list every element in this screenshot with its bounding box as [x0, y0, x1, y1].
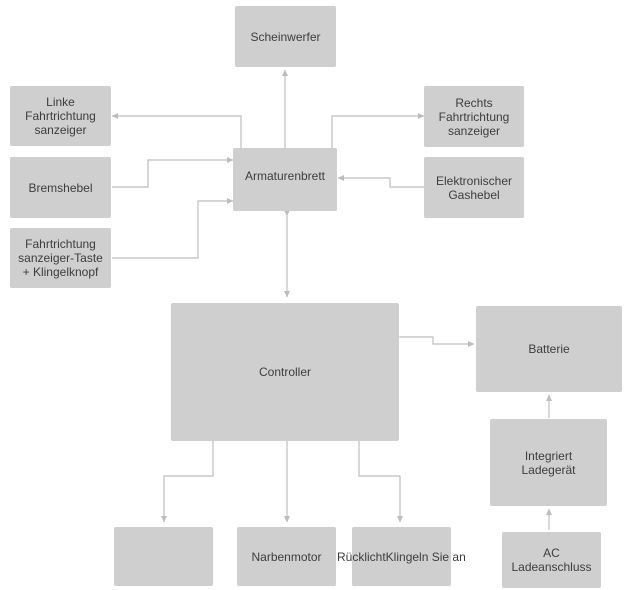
- edge-bremshebel-armaturenbrett: [112, 157, 234, 188]
- node-linke-label: Linke Fahrtrichtung sanzeiger: [25, 95, 96, 137]
- node-taste-label: Fahrtrichtung sanzeiger-Taste + Klingelk…: [18, 237, 103, 279]
- node-bremshebel: Bremshebel: [10, 157, 111, 218]
- node-controller-label: Controller: [258, 365, 312, 379]
- node-armaturenbrett: Armaturenbrett: [233, 148, 337, 211]
- node-narbenmotor-label: Narbenmotor: [251, 549, 322, 564]
- edge-taste-armaturenbrett: [112, 198, 234, 259]
- node-ac-label: AC Ladeanschluss: [511, 546, 592, 574]
- node-batterie: Batterie: [476, 306, 622, 392]
- node-controller: Controller: [171, 303, 399, 441]
- node-linke-fahrtrichtungsanzeiger: Linke Fahrtrichtung sanzeiger: [10, 86, 111, 146]
- node-ac-ladeanschluss: AC Ladeanschluss: [502, 532, 601, 588]
- node-scheinwerfer-label: Scheinwerfer: [250, 29, 321, 44]
- node-elektronischer-gashebel: Elektronischer Gashebel: [424, 157, 524, 218]
- node-ladegeraet-label: Integriert Ladegerät: [521, 448, 576, 477]
- edge-controller-ruecklicht: [358, 441, 403, 523]
- node-unlabeled: [114, 527, 213, 586]
- node-batterie-label: Batterie: [528, 342, 570, 356]
- node-narbenmotor: Narbenmotor: [237, 527, 336, 586]
- node-gashebel-label: Elektronischer Gashebel: [435, 173, 513, 202]
- edge-controller-unlabeled: [161, 441, 214, 523]
- node-integriert-ladegeraet: Integriert Ladegerät: [490, 419, 607, 506]
- node-ruecklicht-klingel: RücklichtKlingeln Sie an: [337, 527, 466, 586]
- node-bremshebel-label: Bremshebel: [28, 180, 93, 195]
- edge-armaturenbrett-rechts: [331, 113, 425, 148]
- node-scheinwerfer: Scheinwerfer: [235, 6, 336, 67]
- node-rechts-label: Rechts Fahrtrichtung sanzeiger: [438, 95, 510, 138]
- edge-gashebel-armaturenbrett: [337, 175, 424, 188]
- edge-controller-batterie: [394, 334, 475, 347]
- node-fahrtrichtungsanzeiger-taste: Fahrtrichtung sanzeiger-Taste + Klingelk…: [10, 228, 111, 288]
- node-rechts-fahrtrichtungsanzeiger: Rechts Fahrtrichtung sanzeiger: [424, 86, 524, 147]
- node-armaturenbrett-label: Armaturenbrett: [244, 168, 326, 183]
- node-ruecklicht-label: RücklichtKlingeln Sie an: [337, 549, 466, 564]
- edge-armaturenbrett-linke: [111, 113, 242, 148]
